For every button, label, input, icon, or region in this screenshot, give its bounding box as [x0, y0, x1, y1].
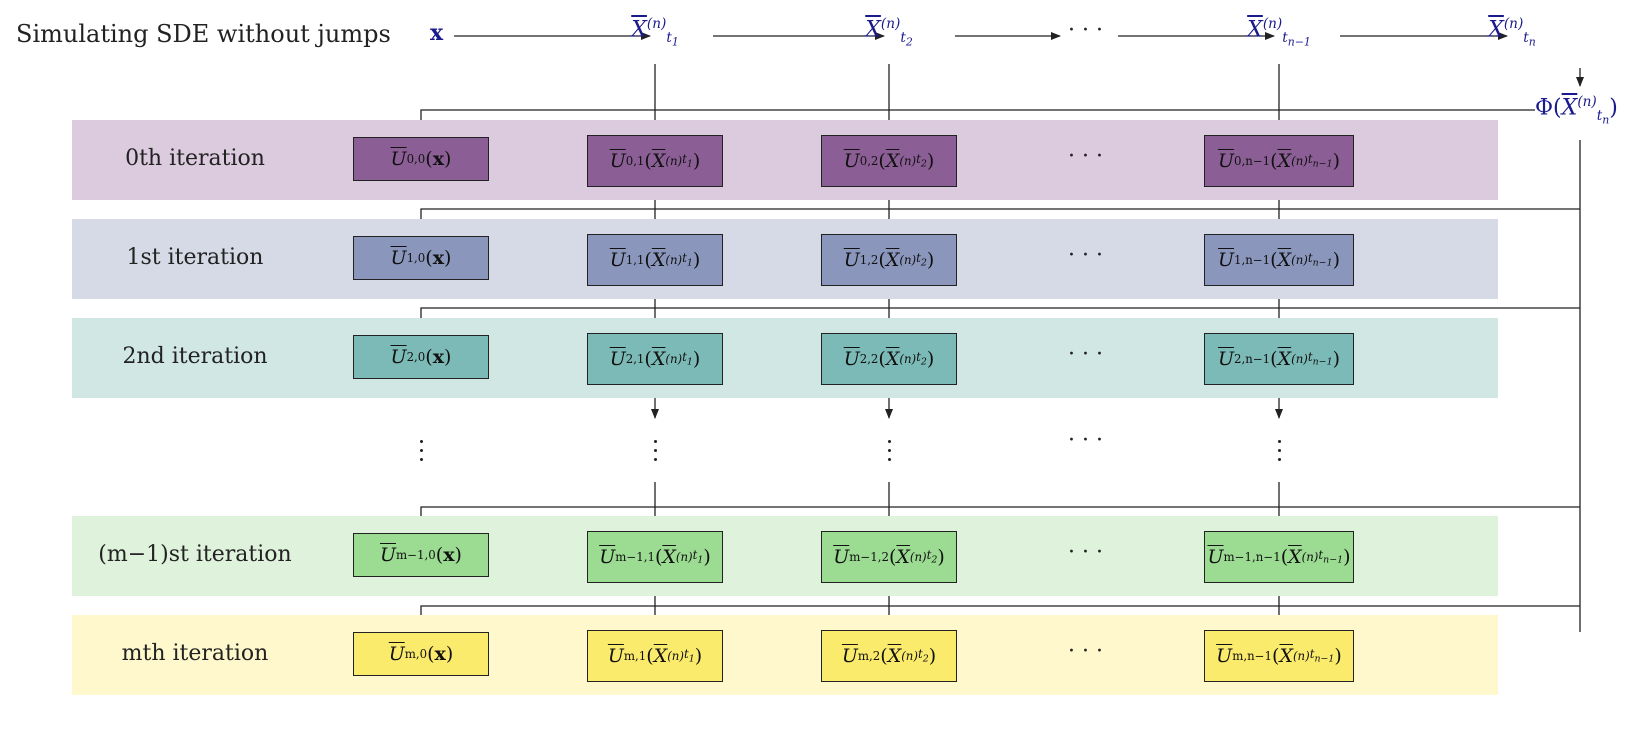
initial-state-x: x	[430, 20, 444, 46]
vertical-ellipsis	[654, 440, 658, 467]
row-ellipsis: · · ·	[1068, 342, 1103, 367]
vertical-ellipsis	[888, 440, 892, 467]
state-x-t2: X(n)t2	[865, 16, 913, 49]
state-x-t1: X(n)t1	[631, 16, 679, 49]
top-ellipsis: · · ·	[1068, 18, 1103, 43]
row-ellipsis: · · ·	[1068, 144, 1103, 169]
iteration-label: 1st iteration	[126, 245, 264, 270]
row-ellipsis: · · ·	[1068, 243, 1103, 268]
middle-ellipsis: · · ·	[1068, 428, 1103, 453]
terminal-phi-label: Φ(X(n)tn)	[1535, 94, 1618, 127]
state-x-t3: X(n)tn−1	[1247, 16, 1311, 49]
row-ellipsis: · · ·	[1068, 540, 1103, 565]
iteration-label: 0th iteration	[125, 146, 265, 171]
iteration-label: 2nd iteration	[122, 344, 268, 369]
iteration-label: (m−1)st iteration	[98, 542, 292, 567]
state-x-t4: X(n)tn	[1488, 16, 1536, 49]
diagram-title: Simulating SDE without jumps	[16, 20, 391, 48]
row-ellipsis: · · ·	[1068, 639, 1103, 664]
vertical-ellipsis	[1278, 440, 1282, 467]
vertical-ellipsis	[420, 440, 424, 467]
iteration-label: mth iteration	[121, 641, 269, 666]
